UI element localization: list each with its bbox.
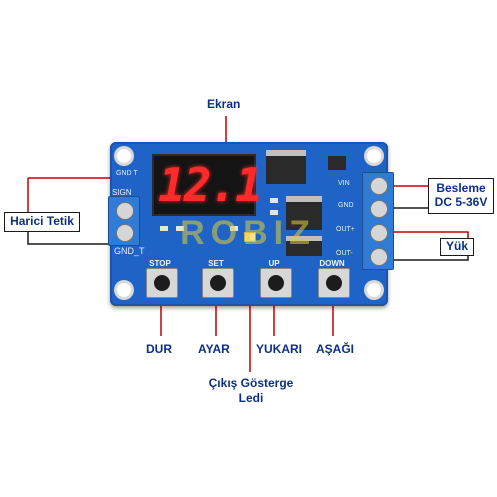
load-wire-red (386, 231, 469, 240)
label-display: Ekran (207, 97, 241, 111)
regulator-chip (266, 150, 306, 184)
label-supply-line2: DC 5-36V (434, 195, 488, 209)
small-ic (328, 156, 346, 170)
set-button[interactable] (202, 268, 234, 298)
button-label-set: SET (208, 259, 224, 268)
terminal-screw (370, 224, 388, 242)
terminal-screw (370, 200, 388, 218)
label-up: YUKARI (256, 342, 303, 356)
watermark: ROBIZ (180, 214, 316, 252)
silk-gnd-bottom: GND_T (114, 246, 145, 256)
terminal-screw (370, 177, 388, 195)
output-led (244, 232, 256, 242)
mosfet-chip (286, 196, 322, 230)
label-set: AYAR (198, 342, 230, 356)
smd-component (160, 226, 168, 231)
label-output-led-line1: Çıkış Gösterge (208, 376, 294, 390)
label-supply-line1: Besleme (436, 181, 486, 195)
mounting-hole (367, 149, 381, 163)
seven-segment-display: 12.1 (152, 154, 263, 216)
pcb-board: 12.1 GND T SIGN GND_T VIN GND OUT+ OUT- … (108, 142, 394, 306)
smd-component (270, 198, 278, 203)
up-button[interactable] (260, 268, 292, 298)
power-terminal-block (362, 172, 394, 270)
trigger-wire-black (27, 232, 113, 245)
smd-component (230, 226, 238, 231)
label-external-trigger: Harici Tetik (4, 212, 80, 232)
silk-vin: VIN (338, 180, 350, 187)
silk-out-minus: OUT- (336, 250, 353, 257)
label-output-led: Çıkış Gösterge Ledi (192, 376, 310, 406)
terminal-screw (116, 224, 134, 242)
label-output-led-line2: Ledi (238, 391, 264, 405)
label-supply: Besleme DC 5-36V (428, 178, 494, 214)
silk-sign: SIGN (112, 188, 132, 197)
mounting-hole (117, 283, 131, 297)
down-button[interactable] (318, 268, 350, 298)
terminal-screw (370, 248, 388, 266)
mosfet-chip (286, 236, 322, 256)
smd-component (176, 226, 184, 231)
label-load: Yük (440, 238, 474, 256)
label-down: AŞAĞI (316, 342, 355, 356)
button-label-up: UP (268, 259, 280, 268)
silk-gnd: GND (338, 202, 354, 209)
button-label-down: DOWN (319, 259, 345, 268)
silk-gnd-t: GND T (116, 170, 138, 177)
trigger-terminal-block (108, 196, 140, 246)
smd-component (270, 210, 278, 215)
display-digits: 12.1 (158, 158, 263, 212)
terminal-screw (116, 202, 134, 220)
mounting-hole (117, 149, 131, 163)
stop-button[interactable] (146, 268, 178, 298)
load-wire-black (386, 254, 469, 261)
button-label-stop: STOP (149, 259, 171, 268)
label-stop: DUR (146, 342, 172, 356)
mounting-hole (367, 283, 381, 297)
silk-out-plus: OUT+ (336, 226, 355, 233)
